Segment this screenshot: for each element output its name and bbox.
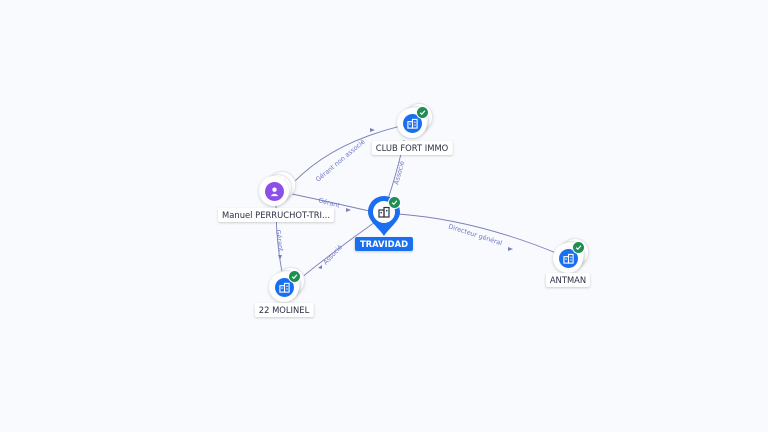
arrowhead-molinel (318, 265, 322, 269)
company-avatar (558, 248, 578, 268)
node-label-manuel[interactable]: Manuel PERRUCHOT-TRI... (218, 208, 334, 222)
arrowhead-club (370, 128, 375, 132)
edge-associe-bottom (295, 219, 379, 283)
check-badge-icon (572, 241, 585, 254)
node-label-travidad[interactable]: TRAVIDAD (354, 237, 414, 251)
check-badge-icon (388, 196, 401, 209)
edge-label-associe-bottom: Associé (322, 243, 344, 266)
edge-label-gerant-vertical: Gérant (274, 229, 285, 252)
node-label-22-molinel[interactable]: 22 MOLINEL (254, 303, 314, 317)
edge-directeur-general (397, 213, 569, 259)
check-badge-icon (416, 106, 429, 119)
node-label-club-fort-immo[interactable]: CLUB FORT IMMO (371, 141, 453, 155)
company-avatar (402, 113, 422, 133)
arrowhead-molinel-v (278, 255, 282, 260)
person-avatar (264, 181, 284, 201)
arrowhead-antman (508, 247, 513, 251)
building-icon (406, 118, 418, 129)
company-avatar (274, 277, 294, 297)
node-label-antman[interactable]: ANTMAN (545, 273, 591, 287)
check-badge-icon (288, 270, 301, 283)
building-icon (278, 282, 290, 293)
person-icon (270, 186, 278, 196)
arrowhead-travidad-mid (346, 208, 351, 212)
edge-label-associe-top: Associé (392, 160, 406, 185)
building-icon (562, 253, 574, 264)
edge-gerant-non-associe (293, 123, 411, 183)
edge-label-gerant-non-associe: Gérant non associé (314, 138, 367, 184)
